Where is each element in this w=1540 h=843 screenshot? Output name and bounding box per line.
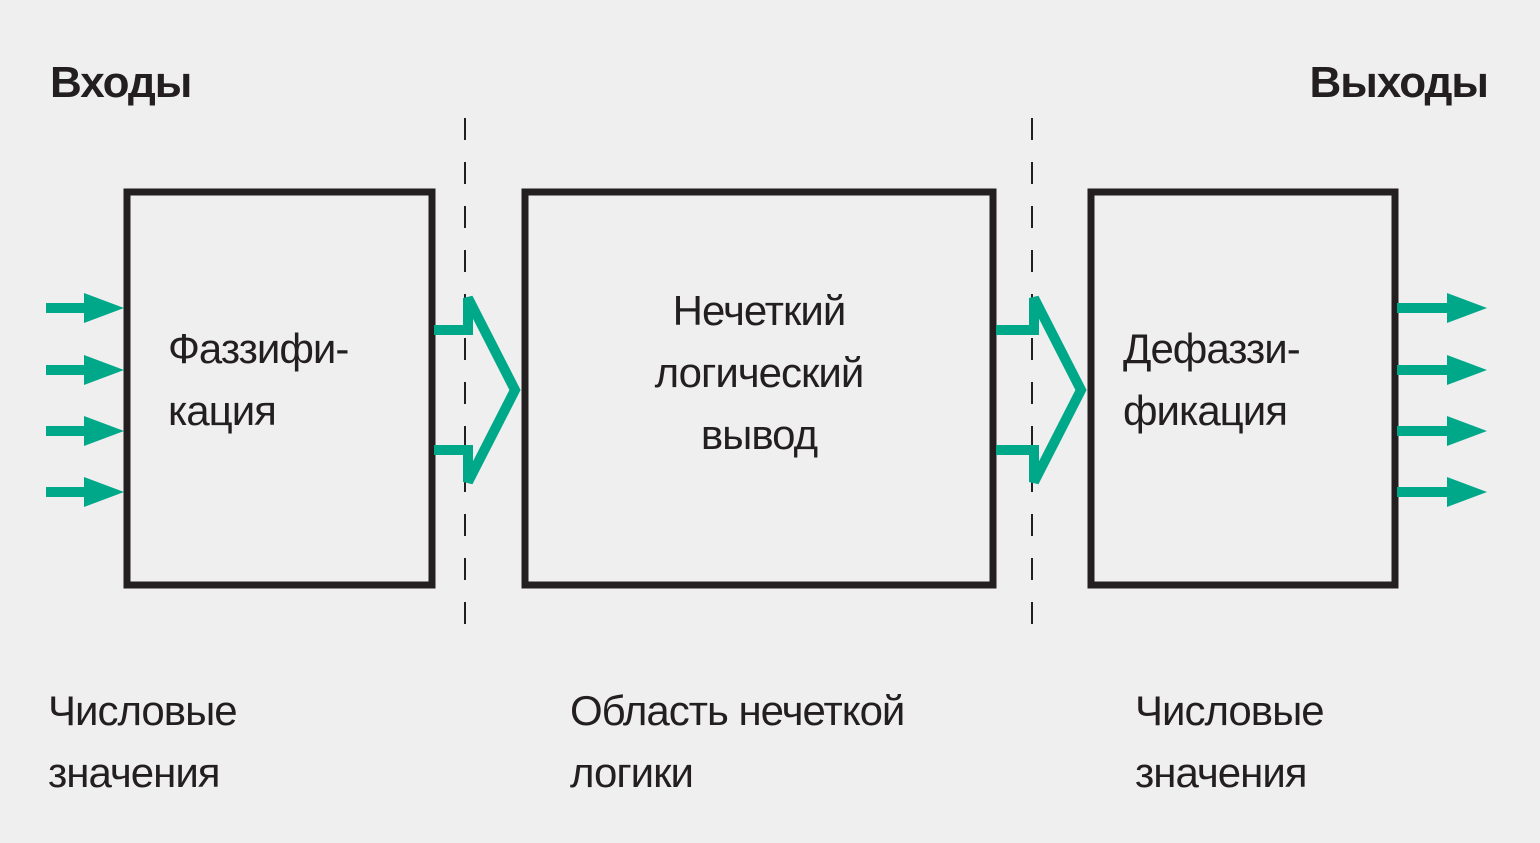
label-line: вывод	[700, 411, 818, 458]
caption-left: Числовые значения	[48, 680, 238, 804]
caption-line: значения	[48, 749, 221, 796]
inputs-title: Входы	[50, 58, 192, 107]
fuzzy-transfer-arrow-icon	[434, 295, 521, 485]
defuzzification-box	[1087, 188, 1399, 589]
inference-label: Нечеткий логический вывод	[525, 280, 993, 466]
label-line: Фаззифи-	[168, 325, 349, 372]
label-line: Дефаззи-	[1123, 325, 1301, 372]
label-line: кация	[168, 387, 277, 434]
output-arrows	[1397, 293, 1487, 507]
caption-middle: Область нечеткой логики	[570, 680, 905, 804]
fuzzification-box	[123, 188, 436, 589]
caption-line: Числовые	[48, 687, 238, 734]
caption-line: Числовые	[1135, 687, 1325, 734]
caption-line: Область нечеткой	[570, 687, 905, 734]
outputs-title: Выходы	[1309, 58, 1489, 107]
label-line: логический	[654, 349, 865, 396]
inference-box	[521, 188, 997, 589]
label-line: фикация	[1123, 387, 1288, 434]
label-line: Нечеткий	[672, 287, 847, 334]
caption-right: Числовые значения	[1135, 680, 1325, 804]
caption-line: значения	[1135, 749, 1308, 796]
input-arrows	[46, 293, 124, 507]
fuzzification-label: Фаззифи- кация	[168, 318, 349, 442]
defuzzification-label: Дефаззи- фикация	[1123, 318, 1301, 442]
fuzzy-transfer-arrow-icon	[996, 295, 1087, 485]
caption-line: логики	[570, 749, 694, 796]
